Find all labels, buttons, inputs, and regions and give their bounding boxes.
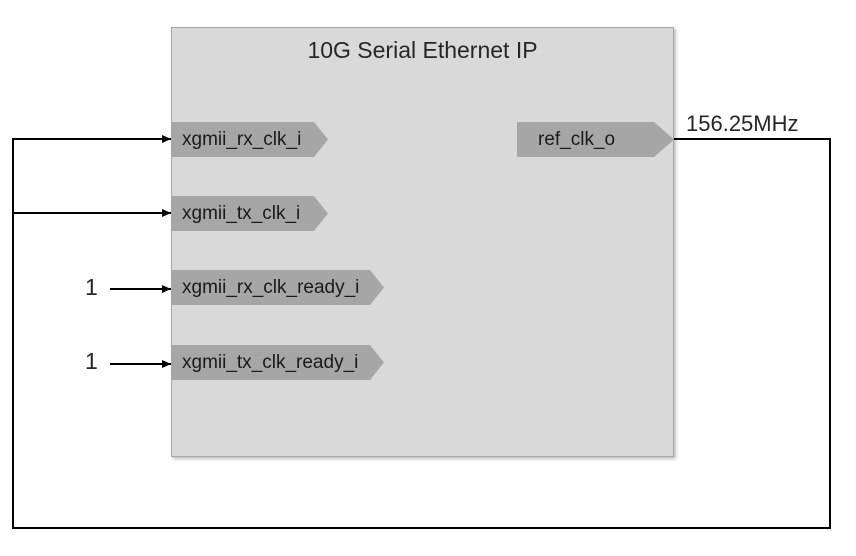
port-xgmii-rx-clk-ready: xgmii_rx_clk_ready_i xyxy=(171,270,384,305)
port-xgmii-rx-clk: xgmii_rx_clk_i xyxy=(171,122,328,157)
port-xgmii-tx-clk-ready: xgmii_tx_clk_ready_i xyxy=(171,345,384,380)
clock-feedback-wire xyxy=(12,135,831,529)
port-xgmii-tx-clk: xgmii_tx_clk_i xyxy=(171,196,328,231)
rx-ready-constant-label: 1 xyxy=(85,274,98,300)
block-title: 10G Serial Ethernet IP xyxy=(307,37,538,63)
ref-clk-frequency-label: 156.25MHz xyxy=(686,111,799,136)
tx-ready-constant-label: 1 xyxy=(85,348,98,374)
ethernet-ip-block xyxy=(171,27,674,457)
port-ref-clk-out: ref_clk_o xyxy=(517,122,674,157)
